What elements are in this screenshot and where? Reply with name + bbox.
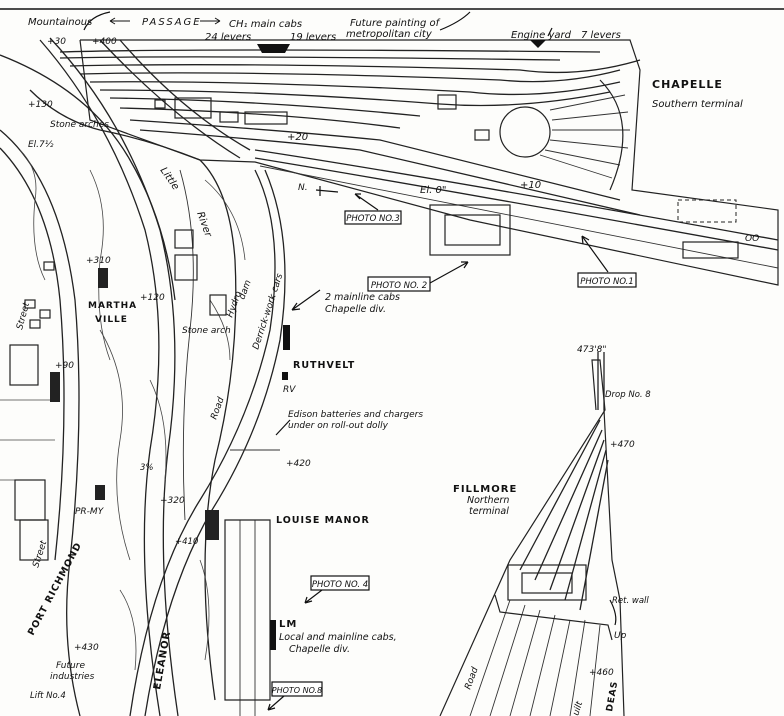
photo-no-8-label: PHOTO NO.8: [272, 686, 322, 695]
label-plus30: +30: [47, 37, 66, 47]
label-el-0: El. 0": [420, 185, 446, 196]
label-plus310: +310: [86, 256, 111, 266]
cab-markers: [257, 40, 546, 650]
town-blocks: [9, 229, 227, 561]
chapelle-yard: [59, 39, 779, 286]
label-plus420: +420: [286, 459, 311, 469]
mainline-cab-block: [283, 325, 290, 350]
photo-no-2-label: PHOTO NO. 2: [371, 281, 427, 291]
label-height-473: 473'8": [577, 345, 607, 355]
ch1-cab-block: [257, 44, 290, 53]
label-plus400: +400: [92, 37, 117, 47]
engine-yard-cab: [530, 40, 546, 48]
north-arrow: [315, 186, 339, 196]
label-plus460: +460: [589, 668, 614, 678]
label-stone-arches: Stone arches: [50, 120, 109, 130]
label-street-bottom: Street: [31, 539, 49, 569]
label-louise-manor: LOUISE MANOR: [276, 515, 370, 526]
label-chapelle-div-2: Chapelle div.: [289, 644, 350, 655]
label-edison-1: Edison batteries and chargers: [288, 410, 423, 420]
label-24-levers: 24 levers: [205, 32, 251, 43]
label-chapelle-div-1: Chapelle div.: [325, 304, 386, 315]
label-north: N.: [298, 183, 308, 193]
label-plus130: +130: [28, 100, 53, 110]
label-plus320: +320: [160, 496, 185, 506]
label-plus470: +470: [610, 440, 635, 450]
photo-no-2: PHOTO NO. 2: [367, 261, 469, 292]
photo-no-4: PHOTO NO. 4: [304, 575, 370, 604]
terrain-hatching: [0, 149, 246, 671]
label-chapelle: CHAPELLE: [652, 78, 723, 91]
label-drop8: Drop No. 8: [605, 390, 651, 400]
label-ruthvelt: RUTHVELT: [293, 360, 355, 371]
passage-arrows: [109, 17, 221, 25]
label-plus90: +90: [55, 361, 74, 371]
lm-cab-block: [270, 620, 276, 650]
photo-no-3-label: PHOTO NO.3: [346, 214, 400, 224]
plan-labels: Mountainous PASSAGE CH₁ main cabs 24 lev…: [15, 17, 759, 716]
label-plus430: +430: [74, 643, 99, 653]
label-road-bottom: Road: [463, 666, 480, 691]
label-engine-yard: Engine yard: [511, 30, 572, 41]
photo-no-8: PHOTO NO.8: [267, 681, 323, 711]
label-grade3: 3%: [140, 463, 154, 473]
label-7-levers: 7 levers: [581, 30, 621, 41]
label-future: Future: [56, 661, 85, 671]
label-plus410: +410: [175, 537, 198, 547]
label-ch1-main-cabs: CH₁ main cabs: [229, 19, 302, 30]
future-painting-arrow: [439, 11, 471, 31]
label-mountainous: Mountainous: [28, 17, 92, 28]
label-northern: Northern: [467, 495, 509, 506]
label-rv: RV: [283, 385, 296, 395]
label-pr-my: PR-MY: [75, 507, 105, 517]
label-plus120: +120: [140, 293, 165, 303]
label-plus10: +10: [520, 180, 541, 191]
label-oo: OO: [745, 234, 759, 244]
label-el-7half: El.7½: [28, 140, 54, 150]
label-river: River: [194, 210, 214, 239]
mainline-cabs-arrow: [291, 289, 321, 311]
label-mainline-cabs: 2 mainline cabs: [325, 292, 400, 303]
turntable: [499, 106, 551, 158]
label-lift4: Lift No.4: [30, 691, 66, 701]
label-lm-cabs: Local and mainline cabs,: [279, 632, 397, 643]
label-ret-wall: Ret. wall: [612, 596, 649, 606]
label-deas: DEAS: [605, 680, 620, 712]
label-future-painting: Future painting of: [350, 18, 441, 29]
label-industries: industries: [50, 672, 95, 682]
photo-no-1: PHOTO NO.1: [577, 235, 637, 288]
label-little: Little: [158, 165, 181, 192]
label-passage: PASSAGE: [142, 17, 202, 28]
label-lm: LM: [279, 619, 297, 630]
label-uilt: uilt: [571, 700, 585, 716]
label-fillmore: FILLMORE: [453, 484, 517, 495]
label-19-levers: 19 levers: [290, 32, 336, 43]
label-plus20: +20: [287, 132, 308, 143]
photo-no-3: PHOTO NO.3: [344, 193, 402, 225]
label-southern-terminal: Southern terminal: [652, 99, 743, 110]
label-edison-2: under on roll-out dolly: [288, 421, 389, 431]
mainline-tracks: [0, 37, 286, 716]
photo-no-4-label: PHOTO NO. 4: [312, 580, 368, 590]
label-metropolitan-city: metropolitan city: [346, 29, 433, 40]
label-terminal: terminal: [469, 506, 509, 517]
label-martha: MARTHA: [88, 301, 137, 311]
label-dam: dam: [237, 279, 253, 301]
photo-no-1-label: PHOTO NO.1: [580, 277, 634, 287]
fillmore-terminal: [439, 352, 625, 716]
label-up: Up: [614, 631, 627, 641]
label-stone-arch: Stone arch: [182, 326, 231, 336]
label-ville: VILLE: [95, 315, 128, 325]
